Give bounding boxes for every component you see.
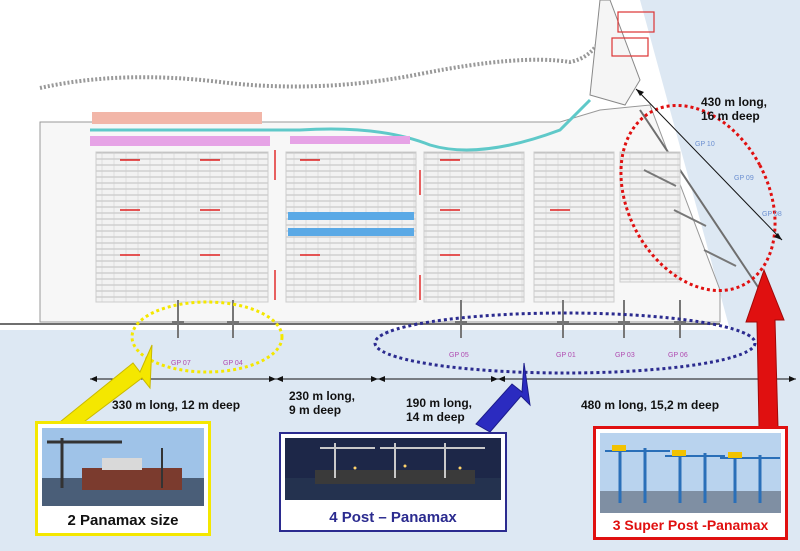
berth-gp08: GP 08 xyxy=(762,211,782,218)
north-building-2 xyxy=(611,37,649,57)
traffic-arrows xyxy=(120,150,570,300)
super-post-panamax-photo-card: 3 Super Post -Panamax xyxy=(593,426,788,540)
berth-gp10: GP 10 xyxy=(695,141,715,148)
post-panamax-photo-card: 4 Post – Panamax xyxy=(279,432,507,532)
container-blocks xyxy=(95,151,681,303)
beach-line xyxy=(39,38,602,90)
berth-gp06: GP 06 xyxy=(668,352,688,359)
north-building xyxy=(617,11,655,33)
berth-gp03: GP 03 xyxy=(615,352,635,359)
post-panamax-caption: 4 Post – Panamax xyxy=(329,509,457,526)
berth-gp09: GP 09 xyxy=(734,175,754,182)
access-channel xyxy=(90,98,592,152)
quay-line-right xyxy=(639,109,761,291)
length-label-330: 330 m long, 12 m deep xyxy=(112,398,241,412)
post-panamax-photo xyxy=(285,438,501,500)
length-label-230-line2: 9 m deep xyxy=(289,403,342,417)
length-label-190-line2: 14 m deep xyxy=(406,410,465,424)
berth-gp01: GP 01 xyxy=(556,352,576,359)
length-label-190-line1: 190 m long, xyxy=(406,396,473,410)
pink-zone-2 xyxy=(290,136,410,144)
panamax-photo xyxy=(42,428,204,506)
length-label-230-line1: 230 m long, xyxy=(289,389,356,403)
panamax-berth-ellipse xyxy=(130,300,284,374)
berth-gp07: GP 07 xyxy=(171,360,191,367)
berth-labels: GP 07 GP 04 GP 05 GP 01 GP 03 GP 06 xyxy=(171,352,688,367)
length-label-230: 230 m long, 9 m deep xyxy=(289,389,355,417)
super-post-panamax-caption: 3 Super Post -Panamax xyxy=(612,517,769,533)
length-label-190: 190 m long, 14 m deep xyxy=(406,396,472,424)
post-panamax-pointer-arrow xyxy=(475,362,531,433)
berth-cranes xyxy=(172,169,737,338)
super-post-panamax-photo xyxy=(600,433,781,513)
pier-north xyxy=(589,0,641,106)
berth-labels-diagonal: GP 10 GP 09 GP 08 xyxy=(695,141,782,218)
panamax-caption: 2 Panamax size xyxy=(67,512,179,529)
berth-gp05: GP 05 xyxy=(449,352,469,359)
length-label-430-line1: 430 m long, xyxy=(701,95,768,109)
dimension-lines xyxy=(90,88,796,380)
pink-zone-1 xyxy=(90,136,270,146)
length-label-480: 480 m long, 15,2 m deep xyxy=(581,398,720,412)
length-label-430: 430 m long, 16 m deep xyxy=(701,95,767,123)
sea-area-right xyxy=(640,0,800,330)
berth-gp04: GP 04 xyxy=(223,360,243,367)
red-zone xyxy=(92,112,262,124)
post-panamax-berth-ellipse xyxy=(373,311,757,375)
dimension-arrowheads xyxy=(90,89,796,382)
super-post-panamax-berth-ellipse xyxy=(619,103,777,293)
length-label-430-line2: 16 m deep xyxy=(701,109,760,123)
panamax-photo-card: 2 Panamax size xyxy=(35,421,211,536)
